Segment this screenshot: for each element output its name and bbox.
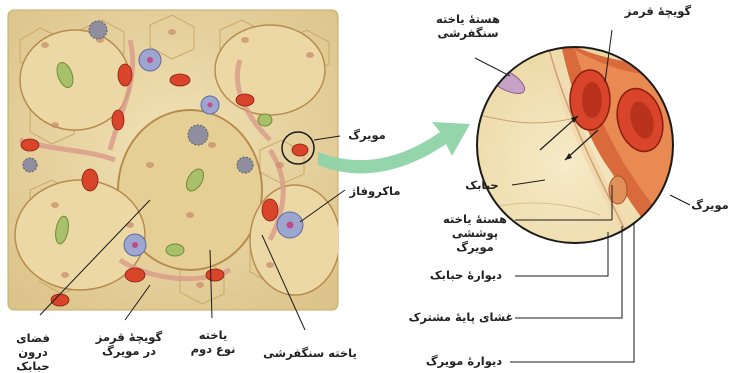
label-type2-cell: یاخته نوع دوم — [180, 328, 246, 356]
label-red-blood-cell: گویچهٔ قرمز — [612, 4, 704, 18]
label-rbc-in-capillary: گویچهٔ قرمز در مویرگ — [86, 330, 172, 358]
label-capillary-left: مویرگ — [342, 128, 392, 142]
label-squamous-nucleus: هستهٔ یاخته سنگفرشی — [428, 12, 508, 40]
label-alveolus: حبابک — [452, 178, 512, 192]
label-macrophage: ماکروفاژ — [345, 184, 405, 198]
label-basement-membrane: غشای پایهٔ مشترک — [408, 310, 514, 324]
tissue-illustration — [8, 10, 340, 310]
label-alveolar-space: فضای درون حبابک — [0, 331, 66, 373]
label-capillary-wall: دیوارهٔ مویرگ — [418, 354, 510, 368]
label-squamous-cell: یاخته سنگفرشی — [255, 346, 365, 360]
label-capillary-right: مویرگ — [688, 198, 732, 212]
label-alveolar-wall: دیوارهٔ حبابک — [418, 268, 514, 282]
zoom-arrow — [318, 122, 470, 173]
label-endothelial-nucleus: هستهٔ یاخته پوششی مویرگ — [432, 212, 518, 254]
